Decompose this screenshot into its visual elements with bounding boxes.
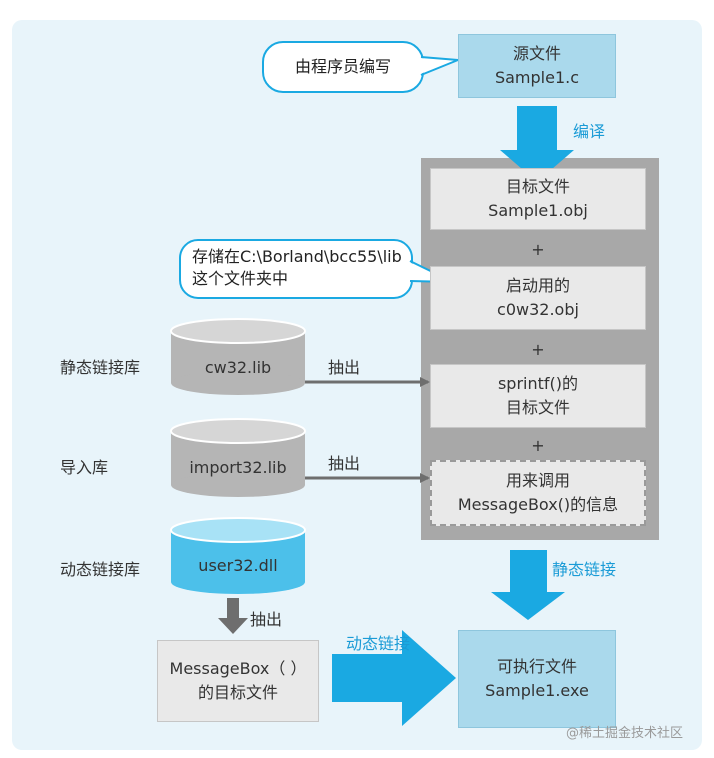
object-file-name: Sample1.obj: [488, 201, 588, 220]
source-file-title: 源文件: [512, 44, 561, 63]
cylinder-user32: [170, 517, 306, 594]
executable-box: 可执行文件 Sample1.exe: [458, 630, 616, 728]
object-file-title: 目标文件: [505, 177, 570, 196]
import-lib-label: 导入库: [60, 458, 109, 477]
callout-location-text: 存储在C:\Borland\bcc55\lib 这个文件夹中: [192, 246, 402, 290]
dynamic-link-arrow: [332, 630, 456, 726]
static-link-label: 静态链接: [552, 560, 617, 579]
messagebox-obj-title: MessageBox（ ）: [169, 659, 307, 678]
executable-title: 可执行文件: [496, 657, 577, 676]
messagebox-info-box: 用来调用 MessageBox()的信息: [430, 460, 646, 526]
cylinder-cw32: [170, 318, 306, 395]
callout-location-line2: 这个文件夹中: [192, 269, 289, 288]
messagebox-info-desc: MessageBox()的信息: [457, 495, 619, 514]
extract-label-cw32: 抽出: [328, 358, 361, 377]
sprintf-obj-title: sprintf()的: [497, 374, 579, 393]
plus-sign-3: +: [531, 436, 545, 455]
startup-obj-box: 启动用的 c0w32.obj: [430, 266, 646, 330]
executable-name: Sample1.exe: [485, 681, 589, 700]
startup-obj-title: 启动用的: [505, 276, 570, 295]
source-file-name: Sample1.c: [494, 68, 580, 87]
compile-arrow: [500, 106, 574, 182]
extract-label-user32: 抽出: [250, 610, 283, 629]
callout-programmer-text: 由程序员编写: [295, 57, 392, 76]
extract-label-import32: 抽出: [328, 454, 361, 473]
cylinder-import32: [170, 418, 306, 497]
dynamic-link-label: 动态链接: [346, 634, 411, 653]
static-lib-label: 静态链接库: [60, 358, 141, 377]
user32-dll-label: user32.dll: [198, 556, 278, 575]
messagebox-obj-box: MessageBox（ ） 的目标文件: [157, 640, 319, 722]
messagebox-info-title: 用来调用: [505, 471, 570, 490]
object-file-box: 目标文件 Sample1.obj: [430, 168, 646, 230]
static-link-arrow: [491, 550, 565, 620]
sprintf-obj-box: sprintf()的 目标文件: [430, 364, 646, 428]
messagebox-obj-desc: 的目标文件: [197, 683, 278, 702]
callout-location-line1: 存储在C:\Borland\bcc55\lib: [192, 247, 402, 266]
extract-arrow-user32: [218, 598, 248, 634]
plus-sign-2: +: [531, 340, 545, 359]
dynamic-lib-label: 动态链接库: [60, 560, 141, 579]
source-file-box: 源文件 Sample1.c: [458, 34, 616, 98]
plus-sign-1: +: [531, 240, 545, 259]
import32-lib-label: import32.lib: [189, 458, 287, 477]
sprintf-obj-name: 目标文件: [505, 398, 570, 417]
cw32-lib-label: cw32.lib: [204, 358, 272, 377]
callout-bubble-programmer: [262, 41, 459, 93]
startup-obj-name: c0w32.obj: [497, 300, 579, 319]
compile-label: 编译: [573, 122, 606, 141]
watermark-text: @稀土掘金技术社区: [566, 726, 684, 741]
